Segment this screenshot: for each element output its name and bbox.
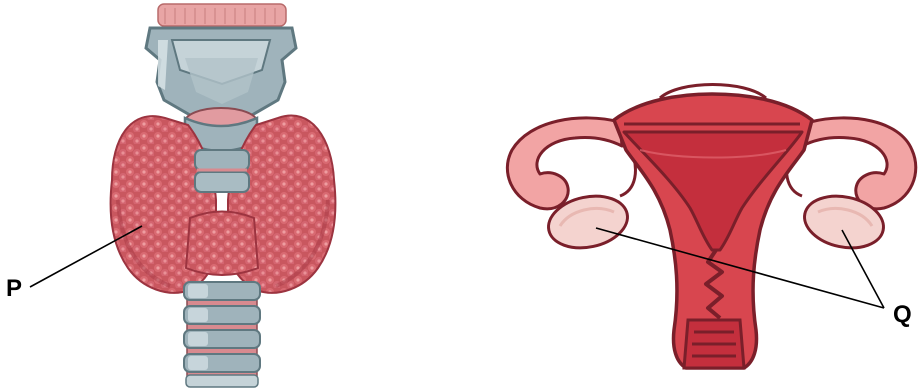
thyroid-isthmus [186, 212, 258, 276]
right-fallopian-tube [802, 118, 916, 209]
pharynx-segment [158, 4, 286, 26]
thyroid-illustration [111, 4, 336, 387]
thyroid-cartilage [146, 28, 296, 115]
uterus-illustration [507, 85, 915, 369]
label-p-group: P [6, 226, 142, 302]
trachea-upper [195, 150, 249, 192]
trachea-lower [184, 282, 260, 387]
left-fallopian-tube [507, 118, 622, 209]
label-q: Q [893, 301, 912, 328]
label-p: P [6, 275, 22, 302]
